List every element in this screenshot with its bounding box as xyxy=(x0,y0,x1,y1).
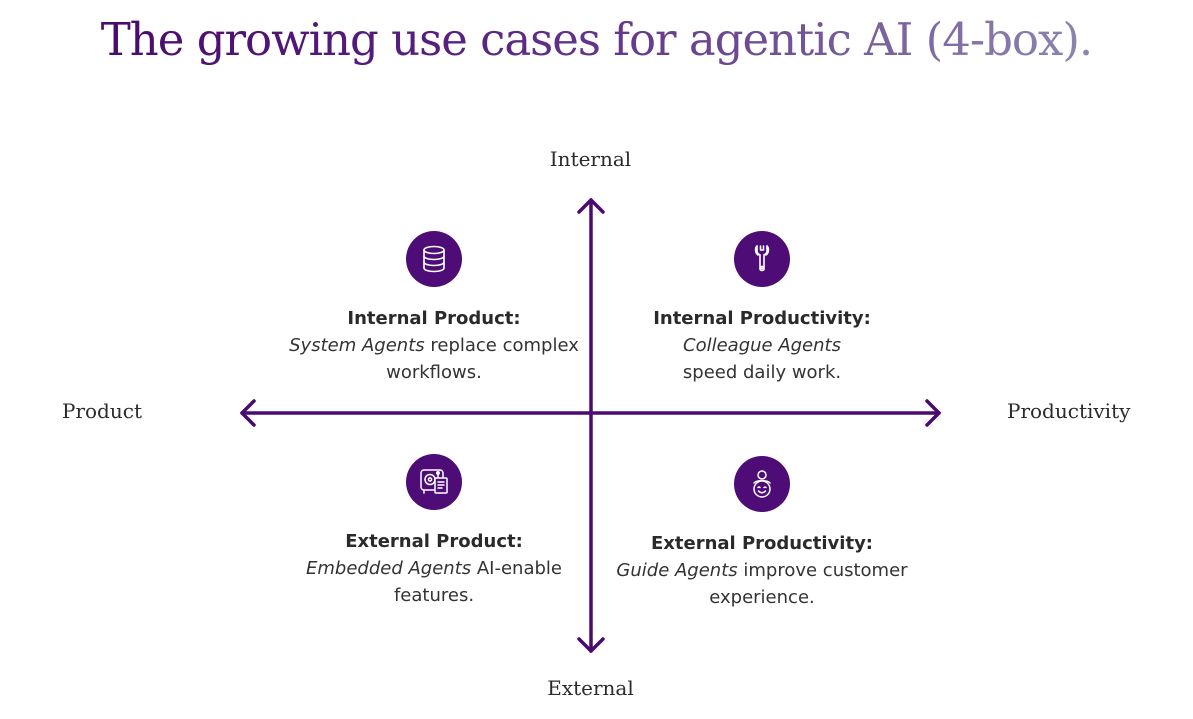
icon-badge xyxy=(734,231,790,287)
quadrant-description: Colleague Agents speed daily work. xyxy=(612,332,912,386)
quadrant-heading: External Product: xyxy=(345,531,523,552)
quadrant-external-productivity: External Productivity: Guide Agents impr… xyxy=(612,456,912,611)
icon-badge xyxy=(406,454,462,510)
axis-label-product: Product xyxy=(62,399,142,423)
axis-label-productivity: Productivity xyxy=(1007,399,1131,423)
agent-type: Guide Agents xyxy=(616,560,738,581)
quadrant-description: Embedded Agents AI-enable features. xyxy=(284,555,584,609)
axis-label-internal: Internal xyxy=(549,147,632,171)
database-icon xyxy=(423,245,445,273)
quadrant-internal-product: Internal Product: System Agents replace … xyxy=(284,231,584,386)
agent-type: Embedded Agents xyxy=(306,558,472,579)
quadrant-description: Guide Agents improve customer experience… xyxy=(612,557,912,611)
smiling-person-icon xyxy=(753,470,771,498)
wrench-icon xyxy=(754,245,770,272)
quadrant-heading: External Productivity: xyxy=(650,533,873,554)
quadrant-external-product: External Product: Embedded Agents AI-ena… xyxy=(284,454,584,609)
description-text: speed daily work. xyxy=(682,362,842,383)
icon-badge xyxy=(734,456,790,512)
arrow-up-icon xyxy=(577,198,605,214)
description-text: AI-enable features. xyxy=(393,558,562,606)
axis-label-external: External xyxy=(547,676,634,700)
page-title: The growing use cases for agentic AI (4-… xyxy=(101,8,1093,80)
device-document-icon xyxy=(420,469,448,494)
quadrant-description: System Agents replace complex workflows. xyxy=(284,332,584,386)
agent-type: Colleague Agents xyxy=(683,335,841,356)
description-text: improve customer experience. xyxy=(709,560,908,608)
arrow-right-icon xyxy=(925,399,941,427)
title-container: The growing use cases for agentic AI (4-… xyxy=(0,0,1193,80)
quadrant-heading: Internal Productivity: xyxy=(653,308,871,329)
arrow-left-icon xyxy=(240,399,256,427)
icon-badge xyxy=(406,231,462,287)
quadrant-heading: Internal Product: xyxy=(347,308,521,329)
description-text: replace complex workflows. xyxy=(386,335,579,383)
arrow-down-icon xyxy=(577,637,605,653)
agent-type: System Agents xyxy=(289,335,425,356)
quadrant-internal-productivity: Internal Productivity: Colleague Agents … xyxy=(612,231,912,386)
